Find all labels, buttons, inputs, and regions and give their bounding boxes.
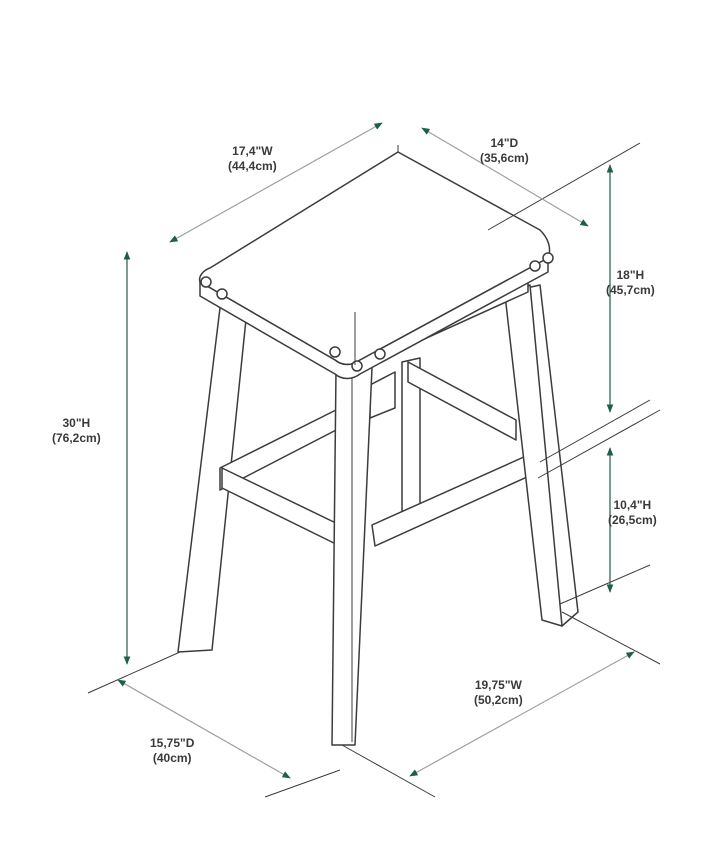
bolt-icon xyxy=(542,252,554,264)
bolt-icon xyxy=(216,288,228,300)
base-width-imperial: 19,75"W xyxy=(474,678,522,692)
seat-depth-arrow xyxy=(421,127,589,227)
base-width-arrow xyxy=(409,651,635,777)
total-height-imperial: 30"H xyxy=(62,416,91,430)
bolt-icon xyxy=(329,346,341,358)
footrest-height-label: 10,4"H (26,5cm) xyxy=(608,498,657,528)
base-depth-imperial: 15,75"D xyxy=(150,736,195,750)
seat-edge xyxy=(199,257,549,380)
base-depth-metric: (40cm) xyxy=(152,751,192,765)
seat-width-imperial: 17,4"W xyxy=(232,144,273,158)
total-height-metric: (76,2cm) xyxy=(52,431,101,445)
seat-depth-imperial: 14"D xyxy=(490,136,519,150)
total-height-label: 30"H (76,2cm) xyxy=(52,416,101,446)
seat-depth-label: 14"D (35,6cm) xyxy=(480,136,529,166)
base-width-label: 19,75"W (50,2cm) xyxy=(474,678,523,708)
seat-depth-metric: (35,6cm) xyxy=(480,151,529,165)
seat-width-arrow xyxy=(169,122,383,243)
footrest-height-metric: (26,5cm) xyxy=(608,513,657,527)
stool-outline xyxy=(177,151,579,746)
bolt-icon xyxy=(200,276,212,288)
footrest-height-imperial: 10,4"H xyxy=(613,498,652,512)
back-footrest-rail xyxy=(407,361,517,441)
bolt-icon xyxy=(351,360,363,372)
dimension-arrows xyxy=(117,122,635,779)
seat-width-metric: (44,4cm) xyxy=(228,159,277,173)
base-depth-label: 15,75"D (40cm) xyxy=(150,736,194,766)
bolt-icon xyxy=(374,348,386,360)
side-back-rail xyxy=(369,371,396,419)
leg-height-label: 18"H (45,7cm) xyxy=(606,268,655,298)
seat-width-label: 17,4"W (44,4cm) xyxy=(228,144,277,174)
right-footrest-rail xyxy=(371,451,539,547)
front-footrest-rail xyxy=(221,467,341,547)
seat-top xyxy=(198,151,551,366)
base-depth-arrow xyxy=(117,679,291,779)
leg-height-metric: (45,7cm) xyxy=(606,283,655,297)
base-width-metric: (50,2cm) xyxy=(474,693,523,707)
leg-height-imperial: 18"H xyxy=(616,268,645,282)
bolt-icon xyxy=(529,260,541,272)
